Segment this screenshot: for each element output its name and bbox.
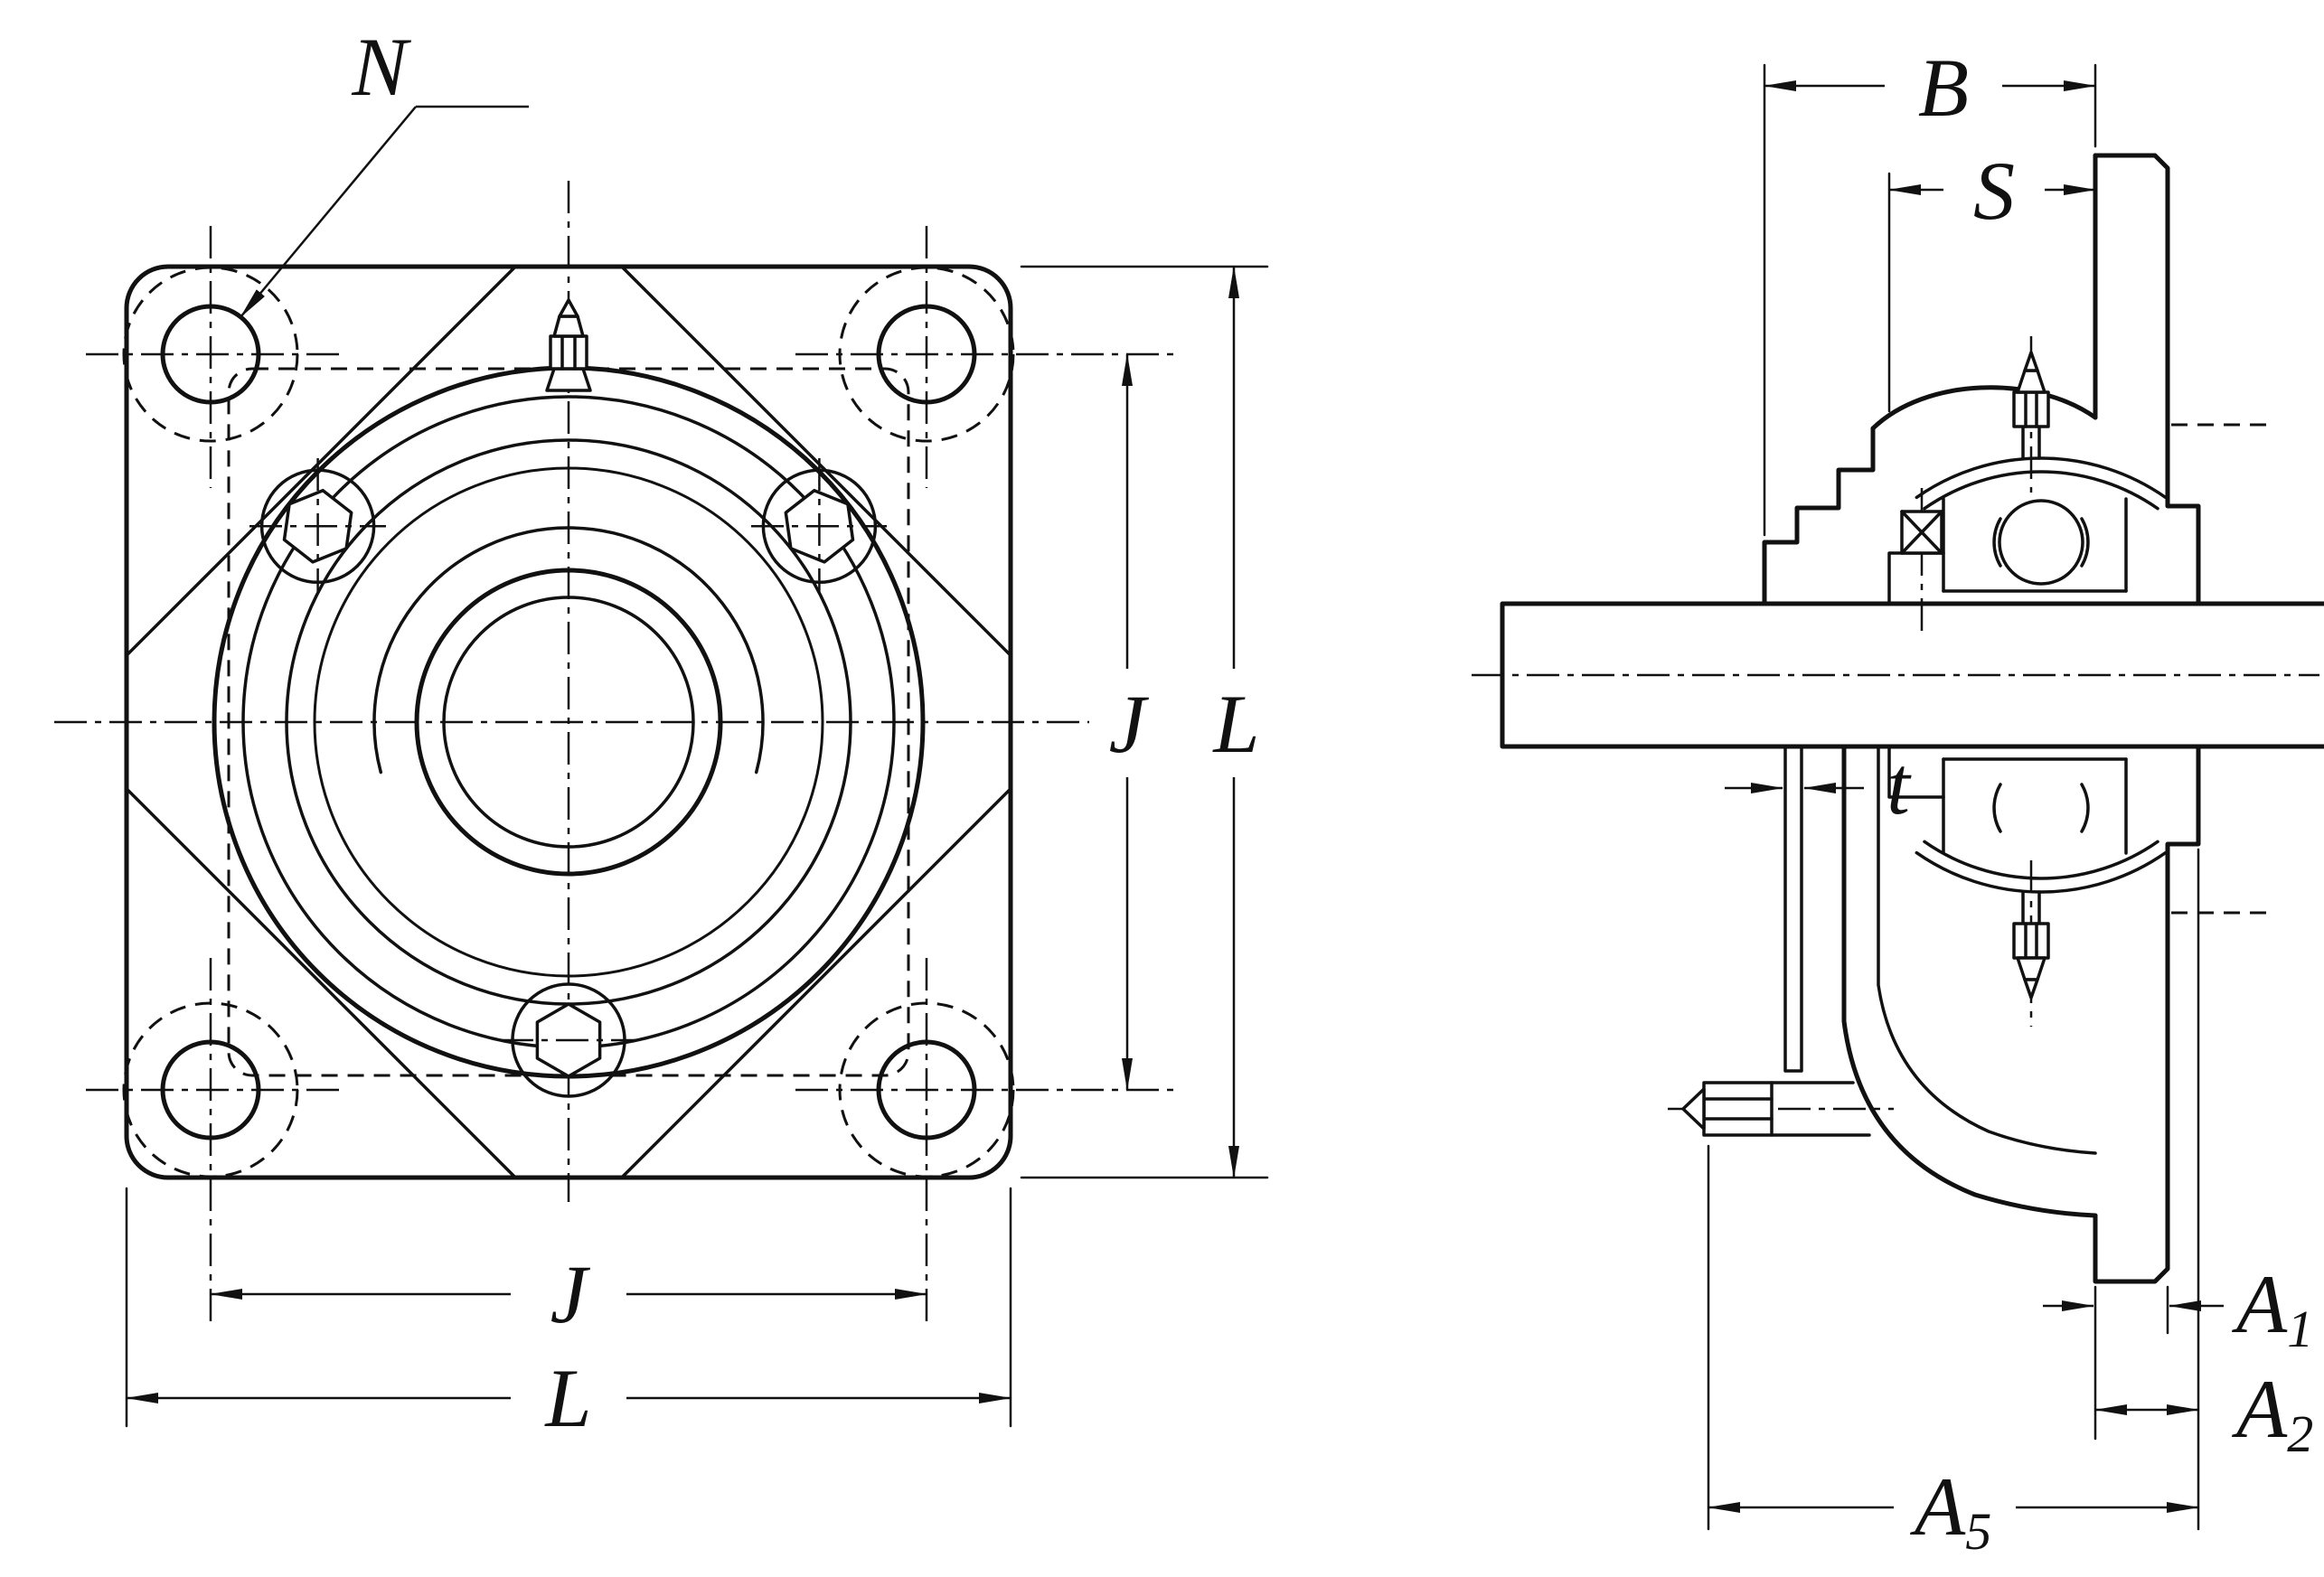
- bolt-spotface-top-right: [838, 266, 1015, 443]
- dim-label-a1: A1: [2231, 1258, 2313, 1358]
- front-view: N J L J L: [54, 21, 1269, 1444]
- grease-fitting-dome: [552, 314, 585, 338]
- a2-subscript: 2: [2287, 1404, 2313, 1463]
- inner-ring-edges: [1942, 589, 2128, 761]
- outer-ring-arc-lower: [1923, 840, 2159, 880]
- setscrew-thread-hatch: [1900, 510, 1943, 555]
- plug-hex-facets: [1702, 1097, 1774, 1121]
- race-groove-arcs: [1992, 517, 2090, 833]
- flange-square-outline: [124, 264, 1013, 1180]
- a5-subscript: 5: [1965, 1502, 1991, 1561]
- grease-fitting-side-upper: [2012, 351, 2050, 460]
- a2-base: A: [2231, 1363, 2288, 1455]
- plate-top-and-pilot-upper: [2093, 153, 2201, 606]
- housing-seat-arc-upper: [1915, 456, 2168, 500]
- dim-label-n: N: [351, 21, 411, 113]
- bolt-spotface-bottom-right: [838, 1001, 1015, 1178]
- dim-label-b: B: [1918, 42, 1969, 134]
- grease-fitting-tip: [558, 298, 579, 318]
- insert-outer-circle: [313, 466, 824, 978]
- insert-race-arc: [372, 526, 765, 774]
- housing-lower-inner-wall: [1877, 745, 2097, 1155]
- grease-fitting-hex-facets: [2024, 390, 2038, 428]
- bolt-spotface-top-left: [122, 266, 299, 443]
- outer-ring-side-faces: [1942, 497, 2128, 855]
- dim-label-s: S: [1973, 145, 2015, 237]
- shaft-outline: [1500, 601, 2324, 749]
- dim-label-j-horizontal: J: [550, 1248, 591, 1340]
- bore-inner-circle: [442, 596, 695, 849]
- dim-label-j-vertical: J: [1109, 678, 1150, 770]
- housing-top-arc: [1870, 385, 2098, 431]
- grease-fitting-stem: [2021, 425, 2041, 460]
- side-plug-bolt: [1681, 1081, 1871, 1137]
- grease-fitting-dome: [2016, 956, 2046, 981]
- grease-fitting-base: [545, 367, 592, 392]
- grease-fitting-stem: [2021, 890, 2041, 925]
- outer-ring-arc-upper: [1923, 470, 2159, 511]
- grease-fitting-hex-facets: [560, 334, 577, 371]
- grease-fitting-tip: [2023, 978, 2039, 1000]
- grease-fitting-dome: [2016, 369, 2046, 394]
- plate-bottom-and-pilot-lower: [2093, 744, 2201, 1284]
- grease-fitting-hex: [2012, 390, 2050, 428]
- plug-tip: [1681, 1087, 1706, 1131]
- dim-label-l-vertical: L: [1211, 678, 1259, 770]
- dim-label-a5: A5: [1909, 1460, 1991, 1561]
- bore-circle: [414, 568, 723, 877]
- l-vertical-extension-lines: [1020, 265, 1269, 1179]
- grease-fitting-hex-facets: [2024, 922, 2038, 960]
- bolt-hole-bottom-right-centerlines: [795, 958, 1175, 1324]
- bolt-hole-bottom-left: [160, 1039, 261, 1141]
- grease-fitting-hex: [549, 334, 588, 371]
- hex-screw-centerlines: [249, 458, 887, 1042]
- a-extension-lines: [1707, 848, 2200, 1531]
- dim-label-l-horizontal: L: [543, 1352, 591, 1444]
- side-section-view: B S t A1 A2 A5: [1472, 42, 2324, 1561]
- bearing-ball: [1998, 499, 2084, 586]
- bolt-hole-top-right: [876, 304, 977, 405]
- housing-lower-outline: [1841, 744, 2098, 1218]
- b-extension-lines: [1763, 63, 2097, 537]
- grease-fitting-hex: [2012, 922, 2050, 960]
- a5-base: A: [1909, 1460, 1966, 1553]
- grease-fitting-front: [545, 298, 592, 392]
- bolt-hole-top-left: [160, 304, 261, 405]
- a1-subscript: 1: [2287, 1300, 2313, 1358]
- l-horizontal-extension-lines: [125, 1187, 1012, 1428]
- plug-hex-head: [1702, 1081, 1774, 1137]
- flinger-sheet: [1783, 745, 1803, 1073]
- bolt-spotface-bottom-left: [122, 1001, 299, 1178]
- grease-fitting-tip: [2023, 351, 2039, 372]
- corner-rib-edges: [125, 265, 1012, 1179]
- plug-boss-lines: [1770, 1081, 1871, 1137]
- bolt-hole-top-right-centerlines: [795, 226, 1175, 488]
- hidden-flange-edges: [2171, 423, 2271, 915]
- n-leader-line: [240, 106, 417, 318]
- a1-base: A: [2231, 1258, 2288, 1350]
- dim-label-t: t: [1886, 739, 1912, 831]
- bolt-hole-bottom-right: [876, 1039, 977, 1141]
- seal-step-outline: [1762, 426, 1876, 606]
- housing-seat-arc-lower: [1915, 850, 2168, 894]
- dim-label-a2: A2: [2231, 1363, 2313, 1463]
- grease-fitting-side-lower: [2012, 890, 2050, 1000]
